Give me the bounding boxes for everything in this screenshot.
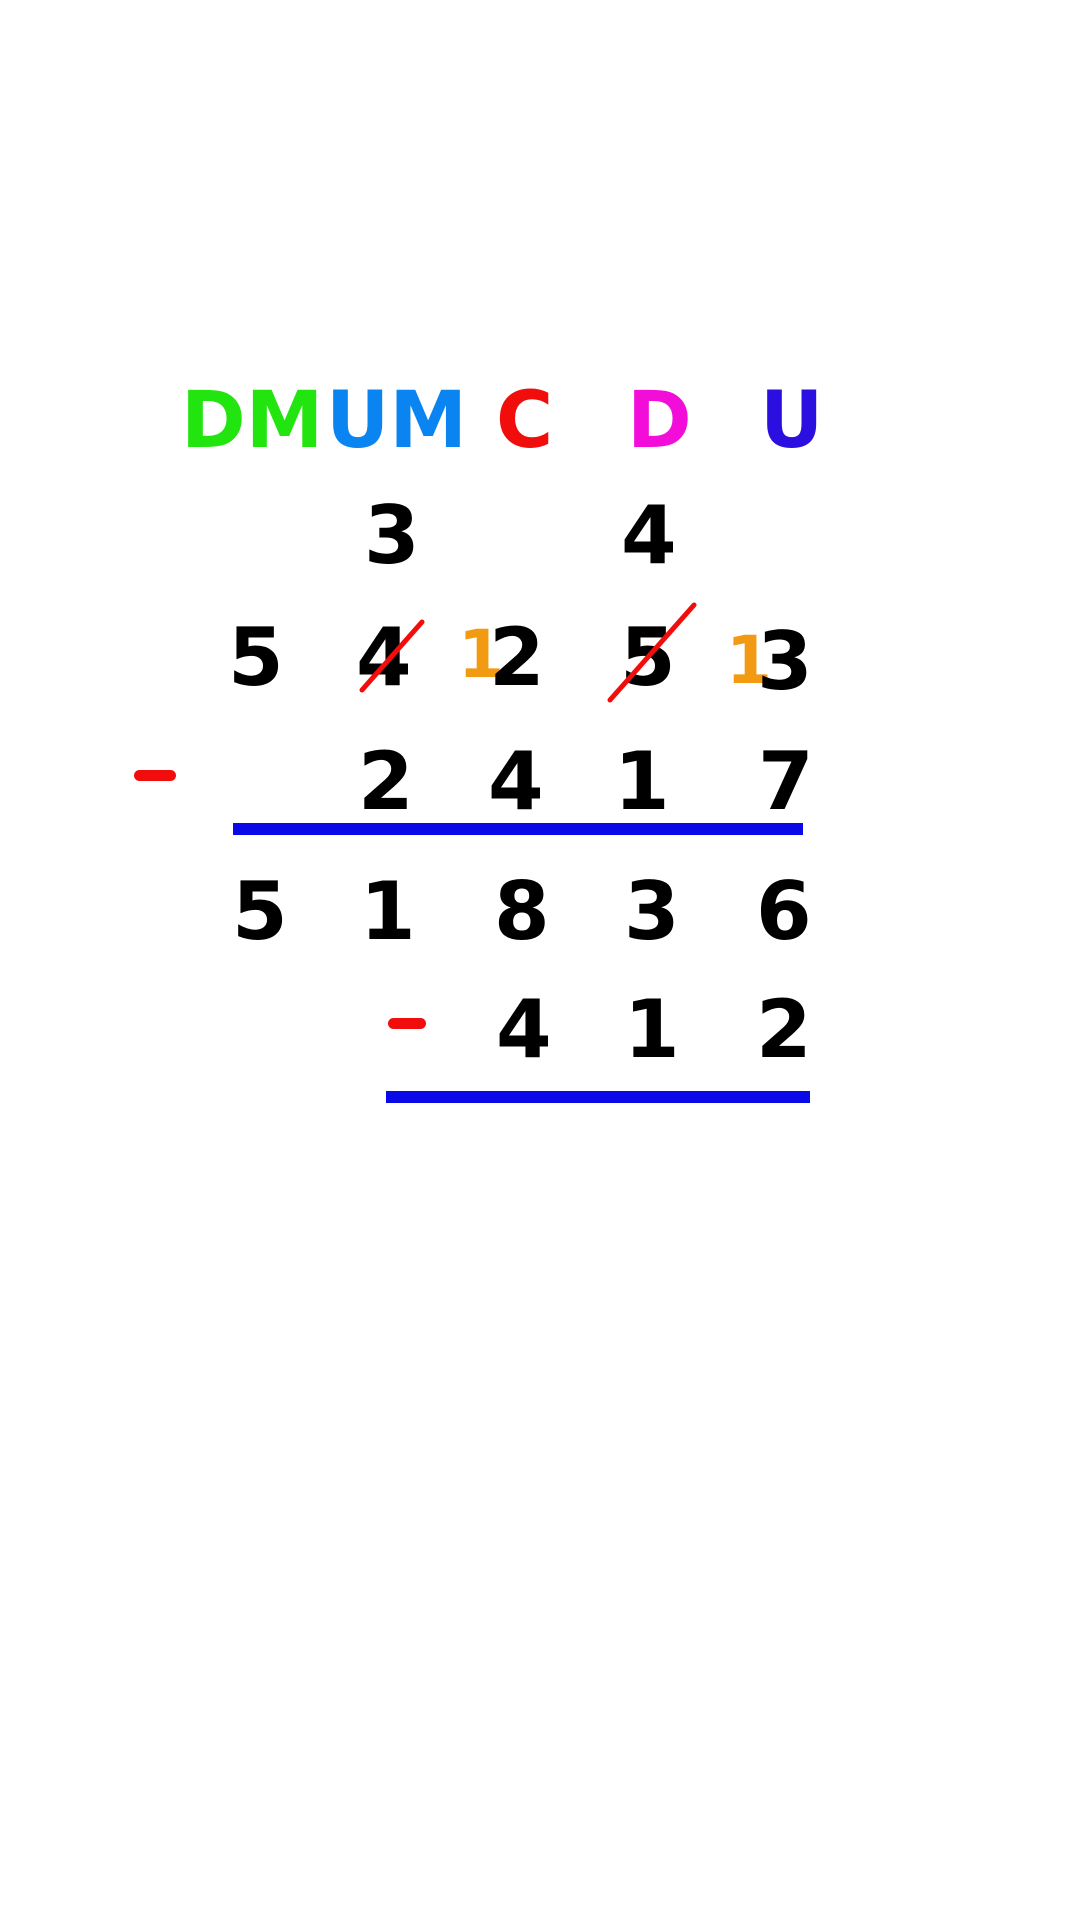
minuend-u: 3	[757, 615, 813, 708]
header-d: D	[627, 376, 692, 466]
result-d: 3	[624, 865, 680, 958]
minus-sign-1	[134, 770, 176, 781]
minus-sign-2	[388, 1018, 426, 1029]
minuend-u-borrow: 1	[726, 622, 772, 699]
minuend-d: 5	[620, 611, 676, 704]
result-c: 8	[494, 865, 550, 958]
header-dm: DM	[181, 376, 324, 466]
header-u: U	[760, 376, 824, 466]
borrow-um: 3	[364, 489, 420, 582]
subtrahend-d: 1	[614, 735, 670, 828]
minuend-dm: 5	[228, 611, 284, 704]
result-um: 1	[360, 865, 416, 958]
minuend-um: 4	[356, 611, 412, 704]
result-rule-1	[233, 823, 803, 835]
result-dm: 5	[232, 865, 288, 958]
result-u: 6	[756, 865, 812, 958]
subtrahend-c: 4	[488, 735, 544, 828]
next-subtrahend-u: 2	[756, 983, 812, 1076]
minuend-c-borrow: 1	[458, 616, 504, 693]
borrow-d: 4	[621, 489, 677, 582]
subtrahend-u: 7	[758, 735, 814, 828]
header-um: UM	[326, 376, 467, 466]
header-c: C	[496, 376, 554, 466]
minuend-c: 2	[489, 611, 545, 704]
next-subtrahend-c: 4	[496, 983, 552, 1076]
subtrahend-um: 2	[358, 735, 414, 828]
next-subtrahend-d: 1	[624, 983, 680, 1076]
result-rule-2	[386, 1091, 810, 1103]
